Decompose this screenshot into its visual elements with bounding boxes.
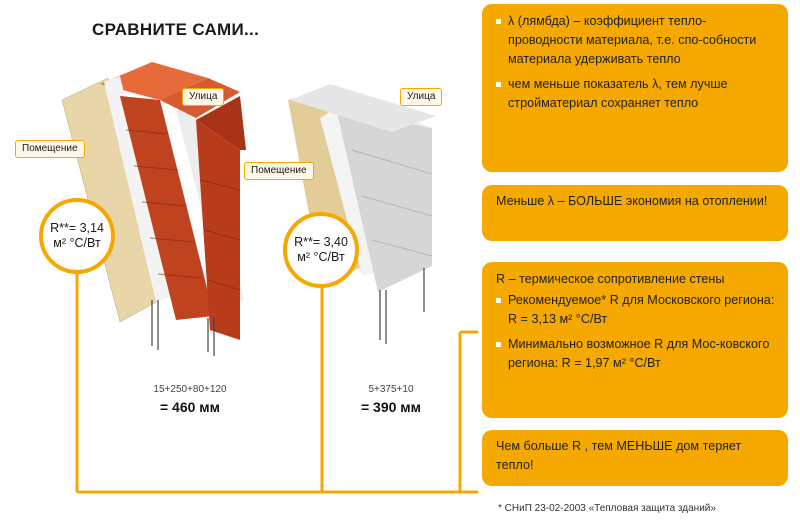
lambda-rule: чем меньше показатель λ, тем лучше строй… <box>496 75 776 113</box>
inside-label-brick: Помещение <box>15 140 85 158</box>
r-value-badge-brick: R**= 3,14 м² °С/Вт <box>39 198 115 274</box>
outside-label-brick: Улица <box>182 88 225 106</box>
footnote: * СНиП 23-02-2003 «Тепловая защита здани… <box>498 503 716 514</box>
lambda-info-card: λ (лямбда) – коэффициент тепло-проводнос… <box>482 4 788 172</box>
thickness-block: 5+375+10 = 390 мм <box>336 384 446 415</box>
r-definition: R – термическое сопротивление стены <box>496 272 725 286</box>
thickness-formula: 15+250+80+120 <box>153 384 227 395</box>
r-value-badge-block: R**= 3,40 м² °С/Вт <box>283 212 359 288</box>
connector-lines <box>75 268 478 494</box>
r-summary-card: Чем больше R , тем МЕНЬШЕ дом теряет теп… <box>482 430 788 486</box>
inside-label-block: Помещение <box>244 162 314 180</box>
r-value: R**= 3,40 <box>294 235 348 249</box>
thickness-brick: 15+250+80+120 = 460 мм <box>120 384 260 415</box>
r-unit: м² °С/Вт <box>297 250 345 264</box>
r-value: R**= 3,14 <box>50 221 104 235</box>
r-minimum: Минимально возможное R для Мос-ковского … <box>496 335 776 373</box>
lambda-summary-card: Меньше λ – БОЛЬШЕ экономия на отоплении! <box>482 185 788 241</box>
r-recommended: Рекомендуемое* R для Московского региона… <box>496 291 776 329</box>
thickness-total: = 460 мм <box>159 399 221 415</box>
thickness-formula: 5+375+10 <box>368 384 414 395</box>
r-unit: м² °С/Вт <box>53 236 101 250</box>
r-info-card: R – термическое сопротивление стены Реко… <box>482 262 788 418</box>
outside-label-block: Улица <box>400 88 443 106</box>
brick-wall <box>61 62 246 356</box>
lambda-definition: λ (лямбда) – коэффициент тепло-проводнос… <box>496 12 776 69</box>
thickness-total: = 390 мм <box>360 399 422 415</box>
page-title: СРАВНИТЕ САМИ... <box>92 20 260 39</box>
